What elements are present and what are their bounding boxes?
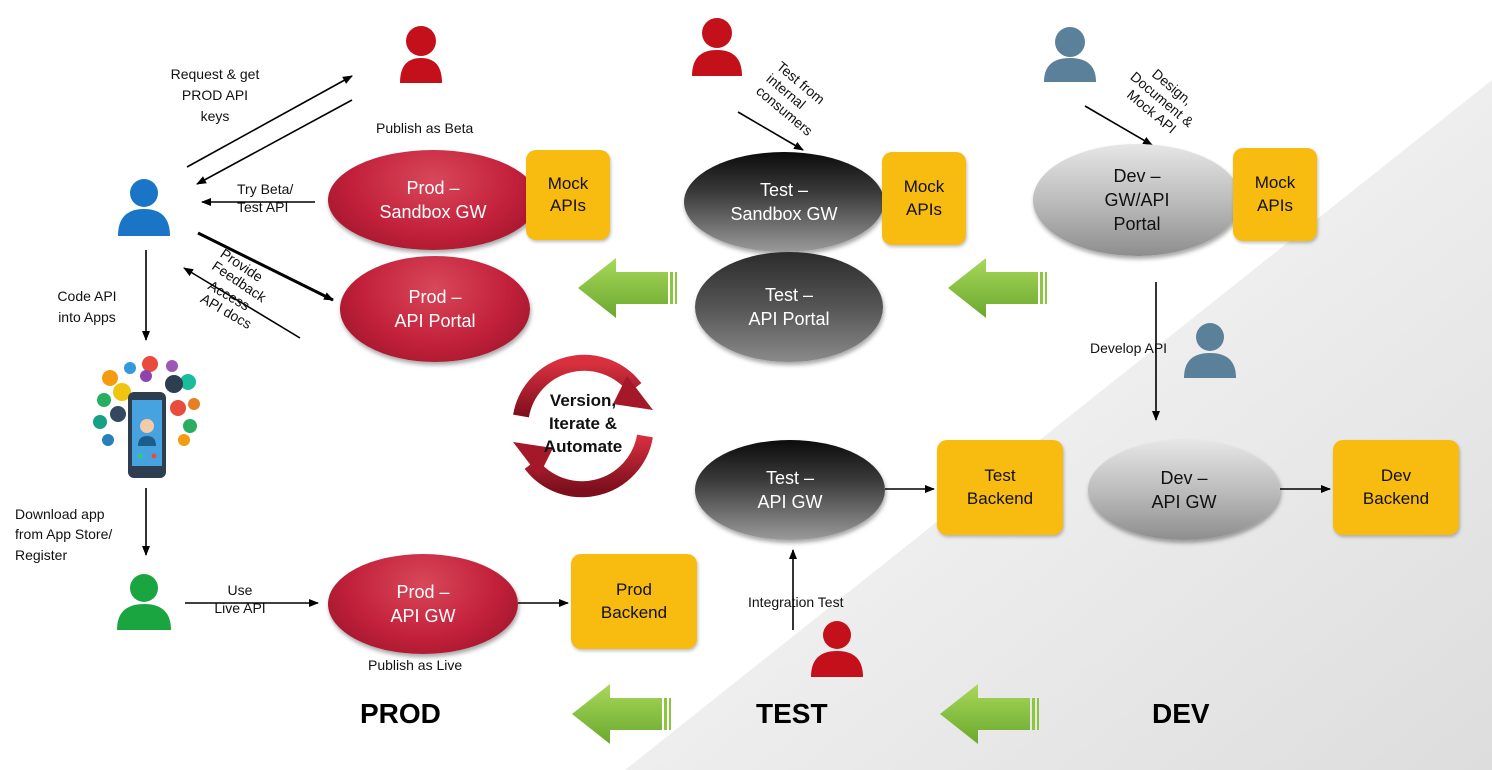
cycle-icon bbox=[513, 354, 653, 498]
green-arrow-test-to-prod-bottom bbox=[572, 684, 671, 744]
mobile-apps-icon bbox=[93, 356, 200, 478]
label-request-keys: Request & get PROD API keys bbox=[170, 66, 260, 124]
arrow-request-keys bbox=[186, 75, 353, 168]
mock-apis-prod-box: Mock APIs bbox=[526, 150, 610, 240]
dev-backend-box: Dev Backend bbox=[1333, 440, 1459, 535]
label-download-app: Download app from App Store/ Register bbox=[15, 506, 113, 563]
arrow-provide-feedback bbox=[197, 231, 334, 302]
test-backend-box: Test Backend bbox=[937, 440, 1063, 535]
label-use-live: Use Live API bbox=[214, 582, 266, 617]
label-develop-api: Develop API bbox=[1090, 340, 1168, 356]
person-icon-steel-design bbox=[1044, 27, 1096, 82]
mock-apis-dev-box: Mock APIs bbox=[1233, 148, 1317, 241]
background-wedge bbox=[625, 80, 1492, 770]
stage-title-dev: DEV bbox=[1152, 698, 1210, 729]
mock-apis-test-box: Mock APIs bbox=[882, 152, 966, 245]
person-icon-blue-developer bbox=[118, 179, 170, 236]
stage-title-prod: PROD bbox=[360, 698, 441, 729]
node-prod-api-portal: Prod – API Portal bbox=[340, 256, 530, 362]
arrow-access-docs bbox=[183, 267, 301, 339]
connectors bbox=[142, 75, 1331, 630]
node-prod-api-gw: Prod – API GW bbox=[328, 554, 518, 654]
node-dev-gw-api-portal: Dev – GW/API Portal bbox=[1033, 144, 1241, 256]
person-icon-red-integration bbox=[811, 621, 863, 677]
node-dev-api-gw: Dev – API GW bbox=[1088, 440, 1280, 540]
node-test-api-portal: Test – API Portal bbox=[695, 252, 883, 362]
label-try-beta: Try Beta/ Test API bbox=[237, 181, 294, 216]
green-arrow-dev-to-test-bottom bbox=[940, 684, 1039, 744]
node-prod-sandbox-gw: Prod – Sandbox GW bbox=[328, 150, 538, 250]
label-code-api: Code API into Apps bbox=[57, 288, 117, 325]
person-icon-red-prod bbox=[400, 26, 442, 83]
person-icon-steel-develop bbox=[1184, 323, 1236, 378]
arrow-test-internal bbox=[737, 111, 804, 151]
person-icon-green-user bbox=[117, 574, 171, 630]
green-arrow-dev-to-test-top bbox=[948, 258, 1047, 318]
green-arrow-test-to-prod-top bbox=[578, 258, 677, 318]
prod-backend-box: Prod Backend bbox=[571, 554, 697, 649]
node-test-api-gw: Test – API GW bbox=[695, 440, 885, 540]
label-publish-live: Publish as Live bbox=[368, 657, 463, 673]
label-publish-beta: Publish as Beta bbox=[376, 120, 474, 136]
label-integration-test: Integration Test bbox=[748, 594, 844, 610]
stage-title-test: TEST bbox=[756, 698, 828, 729]
cycle-label: Version, Iterate & Automate bbox=[543, 391, 623, 456]
person-icon-red-test bbox=[692, 18, 742, 76]
node-test-sandbox-gw: Test – Sandbox GW bbox=[684, 152, 884, 252]
stage-arrows bbox=[572, 258, 1047, 744]
arrow-keys-return bbox=[196, 99, 353, 185]
arrow-design-doc bbox=[1084, 105, 1153, 146]
